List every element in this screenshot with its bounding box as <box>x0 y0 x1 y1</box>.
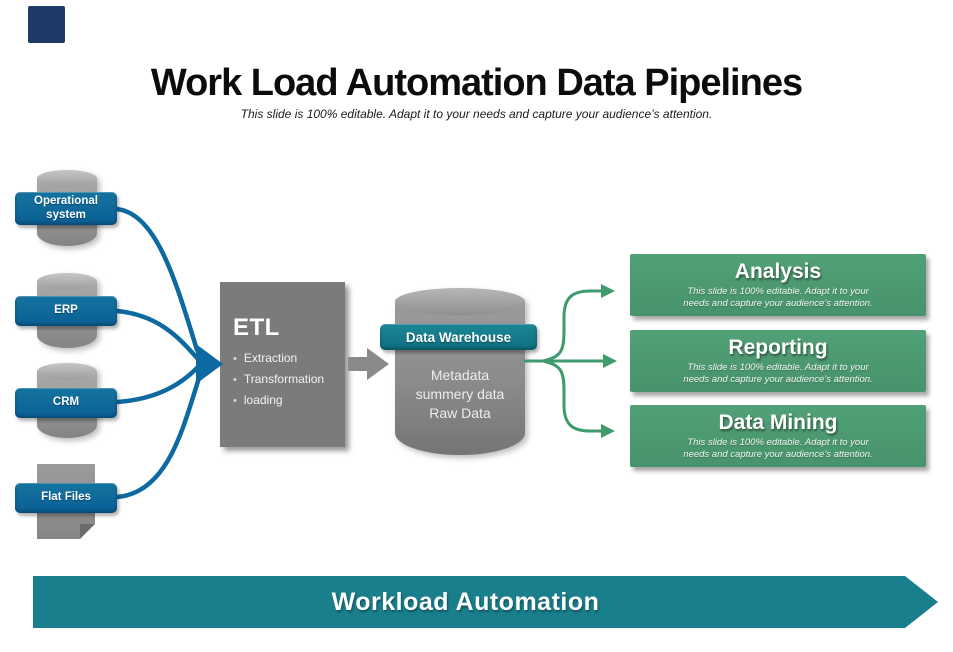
data-mining-description: This slide is 100% editable. Adapt it to… <box>683 437 872 462</box>
data-mining-arrowhead-icon <box>601 424 615 438</box>
data-mining-title: Data Mining <box>718 410 838 434</box>
source-label-operational-system: Operational system <box>15 192 117 225</box>
warehouse-line: summery data <box>415 386 505 402</box>
folded-corner <box>80 524 95 539</box>
etl-arrowhead-icon <box>196 344 223 384</box>
description-line: needs and capture your audience’s attent… <box>683 298 873 310</box>
source-label-erp: ERP <box>15 296 117 326</box>
source-label-crm: CRM <box>15 388 117 418</box>
data-warehouse-label: Data Warehouse <box>380 324 537 350</box>
etl-to-warehouse-arrow-icon <box>348 348 389 380</box>
data-warehouse-contents: Metadata summery data Raw Data <box>395 366 525 423</box>
description-line: This slide is 100% editable. Adapt it to… <box>687 436 869 448</box>
etl-box: ETL Extraction Transformation loading <box>220 282 345 447</box>
source-to-etl-connectors <box>114 206 202 500</box>
corner-accent-square <box>28 6 65 43</box>
cylinder-top <box>37 273 97 290</box>
description-line: This slide is 100% editable. Adapt it to… <box>687 361 869 373</box>
reporting-box: Reporting This slide is 100% editable. A… <box>630 330 926 392</box>
connector-data-mining <box>542 359 601 433</box>
analysis-arrowhead-icon <box>601 284 615 298</box>
description-line: needs and capture your audience’s attent… <box>683 374 873 386</box>
slide-title: Work Load Automation Data Pipelines <box>150 62 803 104</box>
cylinder-top <box>395 288 525 315</box>
analysis-title: Analysis <box>734 259 822 283</box>
cylinder-top <box>37 170 97 187</box>
description-line: needs and capture your audience’s attent… <box>683 449 873 461</box>
analysis-description: This slide is 100% editable. Adapt it to… <box>683 286 872 311</box>
connector-operational-system <box>114 206 200 353</box>
etl-bullet: loading <box>233 390 324 411</box>
connector-flat-files <box>114 375 202 500</box>
etl-bullet: Transformation <box>233 369 324 390</box>
etl-bullet-list: Extraction Transformation loading <box>233 348 324 411</box>
reporting-arrowhead-icon <box>603 354 617 368</box>
reporting-description: This slide is 100% editable. Adapt it to… <box>683 362 872 387</box>
etl-title: ETL <box>233 314 280 341</box>
reporting-title: Reporting <box>728 335 828 359</box>
warehouse-to-outputs-connectors <box>524 289 604 433</box>
data-mining-box: Data Mining This slide is 100% editable.… <box>630 405 926 467</box>
connector-erp <box>114 308 200 361</box>
output-arrowheads <box>601 284 617 438</box>
workload-automation-banner: Workload Automation <box>33 576 938 628</box>
warehouse-line: Raw Data <box>429 405 491 421</box>
etl-bullet: Extraction <box>233 348 324 369</box>
warehouse-line: Metadata <box>430 367 490 383</box>
source-label-flat-files: Flat Files <box>15 483 117 513</box>
cylinder-top <box>37 363 97 380</box>
analysis-box: Analysis This slide is 100% editable. Ad… <box>630 254 926 316</box>
description-line: This slide is 100% editable. Adapt it to… <box>687 285 869 297</box>
banner-label: Workload Automation <box>331 587 600 616</box>
connector-crm <box>114 365 200 405</box>
slide-subtitle: This slide is 100% editable. Adapt it to… <box>240 107 713 121</box>
connector-analysis <box>542 289 601 363</box>
